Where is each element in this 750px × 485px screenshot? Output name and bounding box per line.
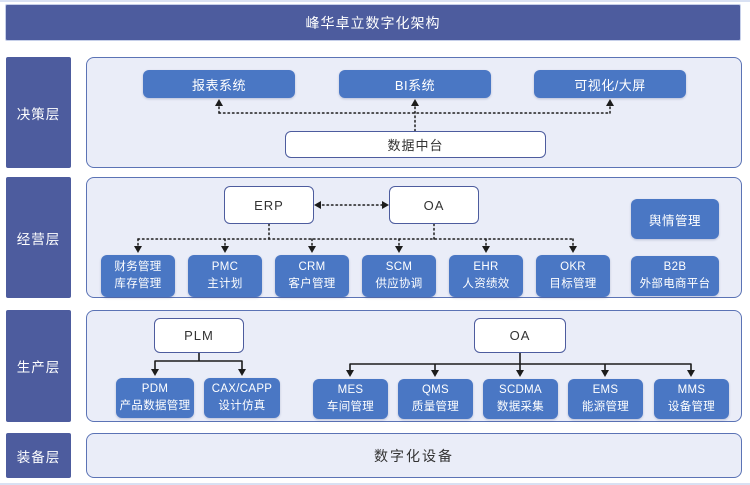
visualization-box: 可视化/大屏 — [534, 70, 686, 98]
page-top-border — [0, 0, 750, 2]
bi-system-box: BI系统 — [339, 70, 491, 98]
layer-label-equipment: 装备层 — [6, 433, 71, 478]
ehr-module-box: EHR 人资绩效 — [449, 255, 523, 297]
production-layer-panel: PLM OA PDM 产品数据管理 CAX/CAPP 设计仿真 MES 车间管理… — [86, 310, 742, 422]
page-bottom-border — [0, 483, 750, 485]
finance-module-box: 财务管理 库存管理 — [101, 255, 175, 297]
layer-label-decision: 决策层 — [6, 57, 71, 168]
b2b-box: B2B 外部电商平台 — [631, 256, 719, 296]
decision-layer-panel: 报表系统 BI系统 可视化/大屏 数据中台 — [86, 57, 742, 168]
erp-hub-box: ERP — [224, 186, 314, 224]
production-connectors — [151, 353, 695, 377]
operation-layer-panel: ERP OA 舆情管理 B2B 外部电商平台 财务管理 库存管理 PMC 主计划… — [86, 177, 742, 298]
mms-module-box: MMS 设备管理 — [654, 379, 729, 419]
layer-label-operation: 经营层 — [6, 177, 71, 298]
scdma-module-box: SCDMA 数据采集 — [483, 379, 558, 419]
ems-module-box: EMS 能源管理 — [568, 379, 643, 419]
layer-label-production: 生产层 — [6, 310, 71, 422]
sentiment-management-box: 舆情管理 — [631, 199, 719, 239]
scm-module-box: SCM 供应协调 — [362, 255, 436, 297]
plm-hub-box: PLM — [154, 318, 244, 353]
diagram-title: 峰华卓立数字化架构 — [305, 14, 441, 31]
okr-module-box: OKR 目标管理 — [536, 255, 610, 297]
pmc-module-box: PMC 主计划 — [188, 255, 262, 297]
diagram-title-bar: 峰华卓立数字化架构 — [5, 4, 741, 41]
qms-module-box: QMS 质量管理 — [398, 379, 473, 419]
operation-connectors — [134, 201, 577, 253]
decision-connectors — [215, 99, 614, 132]
equipment-layer-panel: 数字化设备 — [86, 433, 742, 478]
data-platform-box: 数据中台 — [285, 131, 546, 158]
cax-capp-module-box: CAX/CAPP 设计仿真 — [204, 378, 280, 418]
mes-module-box: MES 车间管理 — [313, 379, 388, 419]
production-oa-hub-box: OA — [474, 318, 566, 353]
pdm-module-box: PDM 产品数据管理 — [116, 378, 194, 418]
digital-equipment-label: 数字化设备 — [374, 447, 454, 464]
oa-hub-box: OA — [389, 186, 479, 224]
crm-module-box: CRM 客户管理 — [275, 255, 349, 297]
report-system-box: 报表系统 — [143, 70, 295, 98]
